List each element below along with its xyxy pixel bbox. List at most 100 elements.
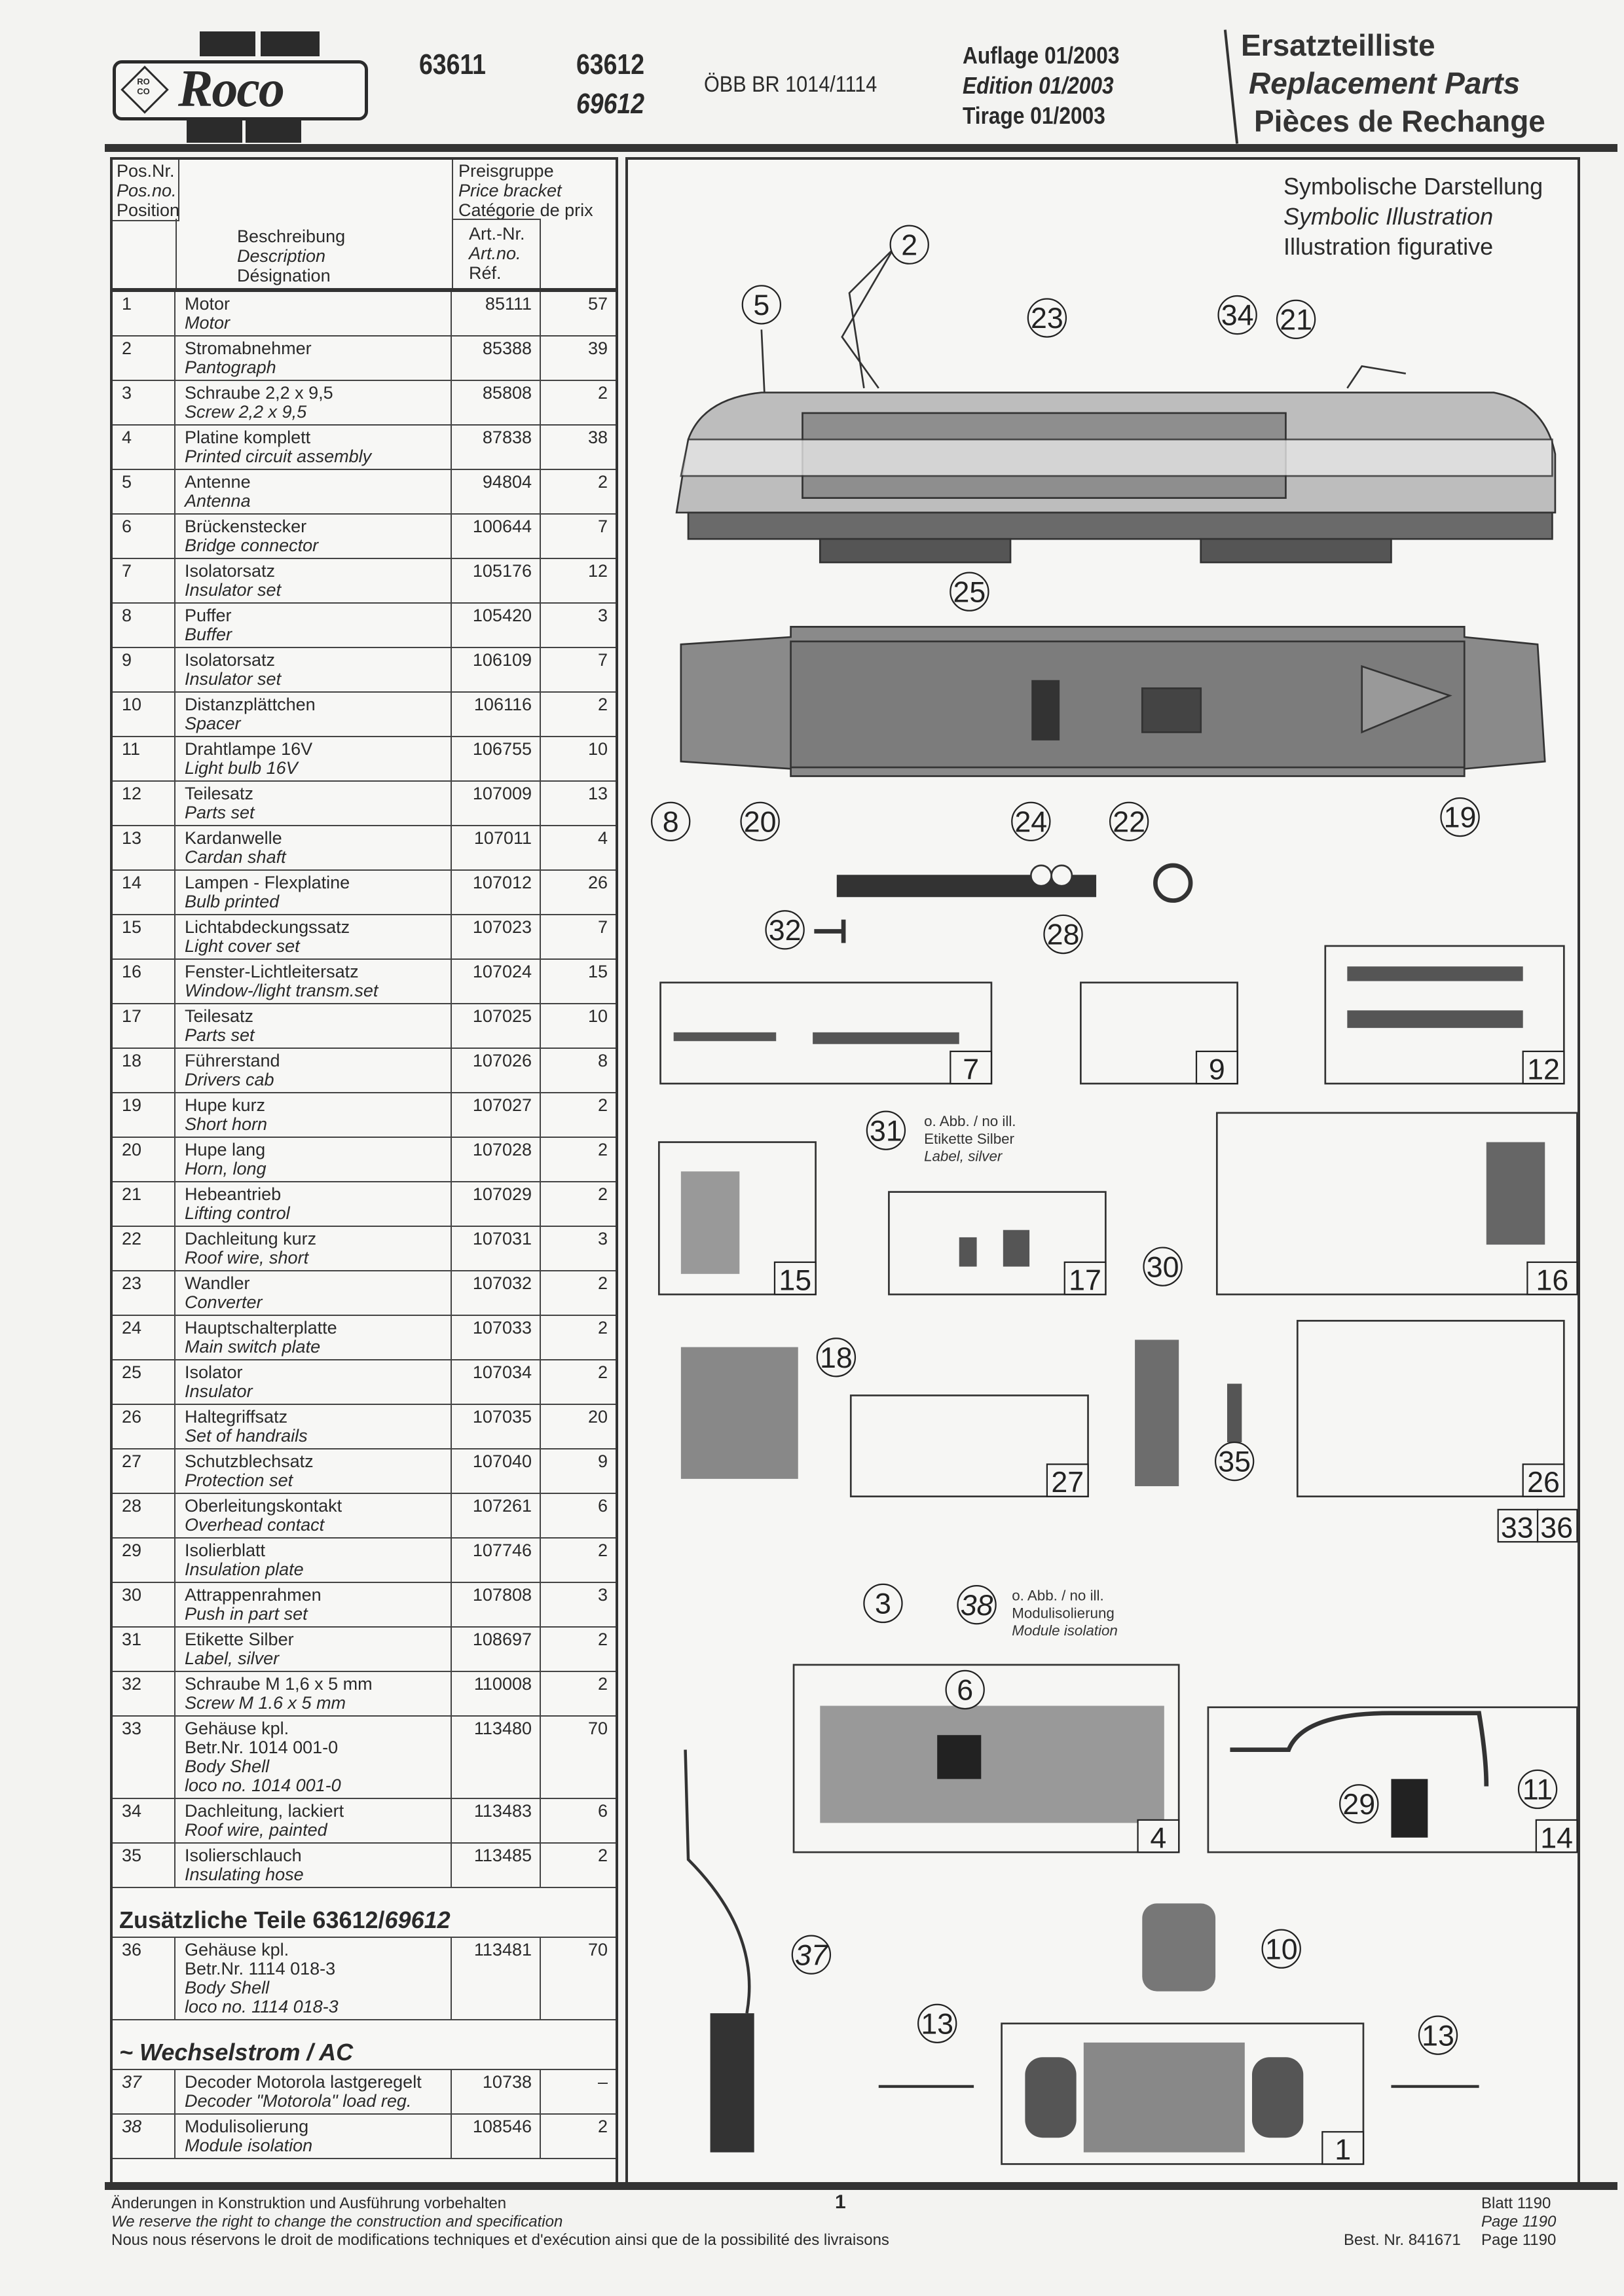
desc-en: Insulator set	[185, 669, 282, 689]
desc-de: Teilesatz	[185, 784, 254, 803]
svg-text:Etikette Silber: Etikette Silber	[924, 1131, 1014, 1147]
desc-de: Isolatorsatz	[185, 561, 276, 581]
desc-de: Isolierschlauch	[185, 1846, 302, 1865]
callout-38: 38	[957, 1585, 997, 1625]
desc-en: Short horn	[185, 1114, 268, 1134]
desc-en: Label, silver	[185, 1649, 280, 1668]
desc-de: Hupe kurz	[185, 1095, 266, 1115]
svg-text:23: 23	[1031, 302, 1063, 335]
desc-en: Motor	[185, 313, 231, 333]
desc-de: Isolator	[185, 1362, 243, 1382]
svg-text:37: 37	[795, 1939, 829, 1971]
locomotive-underside-view	[680, 626, 1546, 777]
callout-29: 29	[1339, 1784, 1379, 1824]
svg-text:11: 11	[1522, 1774, 1553, 1806]
header-description: Beschreibung Description Désignation	[237, 227, 345, 285]
header-price-de: Preisgruppe	[458, 161, 554, 181]
pos-cell: 15	[113, 915, 175, 958]
art-no-cell: 107023	[452, 915, 541, 958]
svg-text:35: 35	[1218, 1446, 1251, 1478]
caption-en: Symbolic Illustration	[1283, 203, 1494, 230]
price-bracket-cell: 12	[587, 561, 608, 581]
art-no-cell: 106109	[452, 648, 541, 691]
sheet-en: Page 1190	[1481, 2213, 1557, 2231]
callout-35: 35	[1214, 1441, 1255, 1482]
callout-8: 8	[651, 801, 691, 842]
pos-cell: 9	[113, 648, 175, 691]
desc-en: Insulator set	[185, 580, 282, 600]
logo-mark: RO CO	[137, 77, 150, 96]
desc-en: Overhead contact	[185, 1515, 325, 1535]
header-pos-de: Pos.Nr.	[117, 161, 175, 181]
header-art-de: Art.-Nr.	[469, 224, 525, 244]
screw-32	[814, 919, 846, 943]
price-bracket-cell: 57	[587, 294, 608, 314]
callout-3: 3	[863, 1583, 903, 1624]
callout-25: 25	[950, 572, 989, 611]
svg-text:10: 10	[1265, 1933, 1298, 1965]
pos-cell: 32	[113, 1672, 175, 1715]
callout-28: 28	[1043, 914, 1083, 955]
desc-en: Insulating hose	[185, 1865, 304, 1884]
price-bracket-cell: 2	[597, 383, 608, 403]
parts-table: Pos.Nr. Pos.no. Position Beschreibung De…	[110, 157, 618, 2185]
callout-6: 6	[945, 1669, 985, 1710]
art-no-cell: 107025	[452, 1004, 541, 1048]
callout-20: 20	[740, 801, 780, 842]
part-box-17	[888, 1191, 1107, 1296]
art-no-cell: 85111	[452, 292, 541, 335]
art-no-cell: 107009	[452, 782, 541, 825]
logo-text: Roco	[178, 60, 285, 118]
item-number: 63612	[576, 48, 645, 81]
desc-de: Haltegriffsatz	[185, 1407, 288, 1427]
art-no-cell: 85388	[452, 337, 541, 380]
pos-cell: 33	[113, 1717, 175, 1798]
header-rule	[105, 144, 1617, 152]
art-no-cell: 107027	[452, 1093, 541, 1137]
desc-en: Antenna	[185, 491, 251, 511]
desc-en: Printed circuit assembly	[185, 446, 372, 466]
desc-en: Roof wire, short	[185, 1248, 309, 1267]
desc-de: Puffer	[185, 606, 232, 625]
desc-de: Stromabnehmer	[185, 338, 312, 358]
svg-text:26: 26	[1527, 1467, 1560, 1499]
price-bracket-cell: 2	[597, 1140, 608, 1159]
svg-text:9: 9	[1209, 1053, 1225, 1085]
svg-text:28: 28	[1047, 919, 1080, 951]
callout-31: 31	[866, 1110, 906, 1150]
desc-de: Antenne	[185, 472, 251, 492]
desc-de: Oberleitungskontakt	[185, 1496, 342, 1516]
desc-de: Dachleitung kurz	[185, 1229, 317, 1248]
svg-text:17: 17	[1069, 1264, 1101, 1296]
desc-de: Führerstand	[185, 1051, 280, 1070]
desc-en: Module isolation	[185, 2136, 313, 2155]
svg-text:30: 30	[1147, 1251, 1179, 1283]
svg-text:21: 21	[1280, 304, 1312, 336]
table-header: Pos.Nr. Pos.no. Position Beschreibung De…	[113, 160, 616, 292]
footer-disclaimer: Änderungen in Konstruktion und Ausführun…	[111, 2195, 889, 2250]
desc-en: Lifting control	[185, 1203, 290, 1223]
